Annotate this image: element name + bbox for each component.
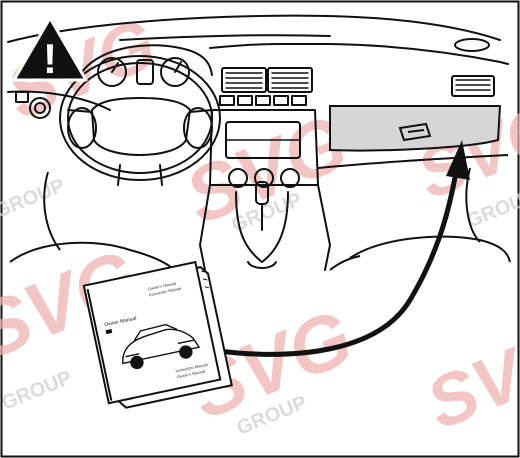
manual-cover [84, 262, 220, 403]
glove-box [330, 106, 500, 151]
owners-manual-book: Owner's Manual Instruction Manual Owner … [84, 260, 232, 411]
warning-exclamation-glyph: ! [43, 35, 57, 82]
